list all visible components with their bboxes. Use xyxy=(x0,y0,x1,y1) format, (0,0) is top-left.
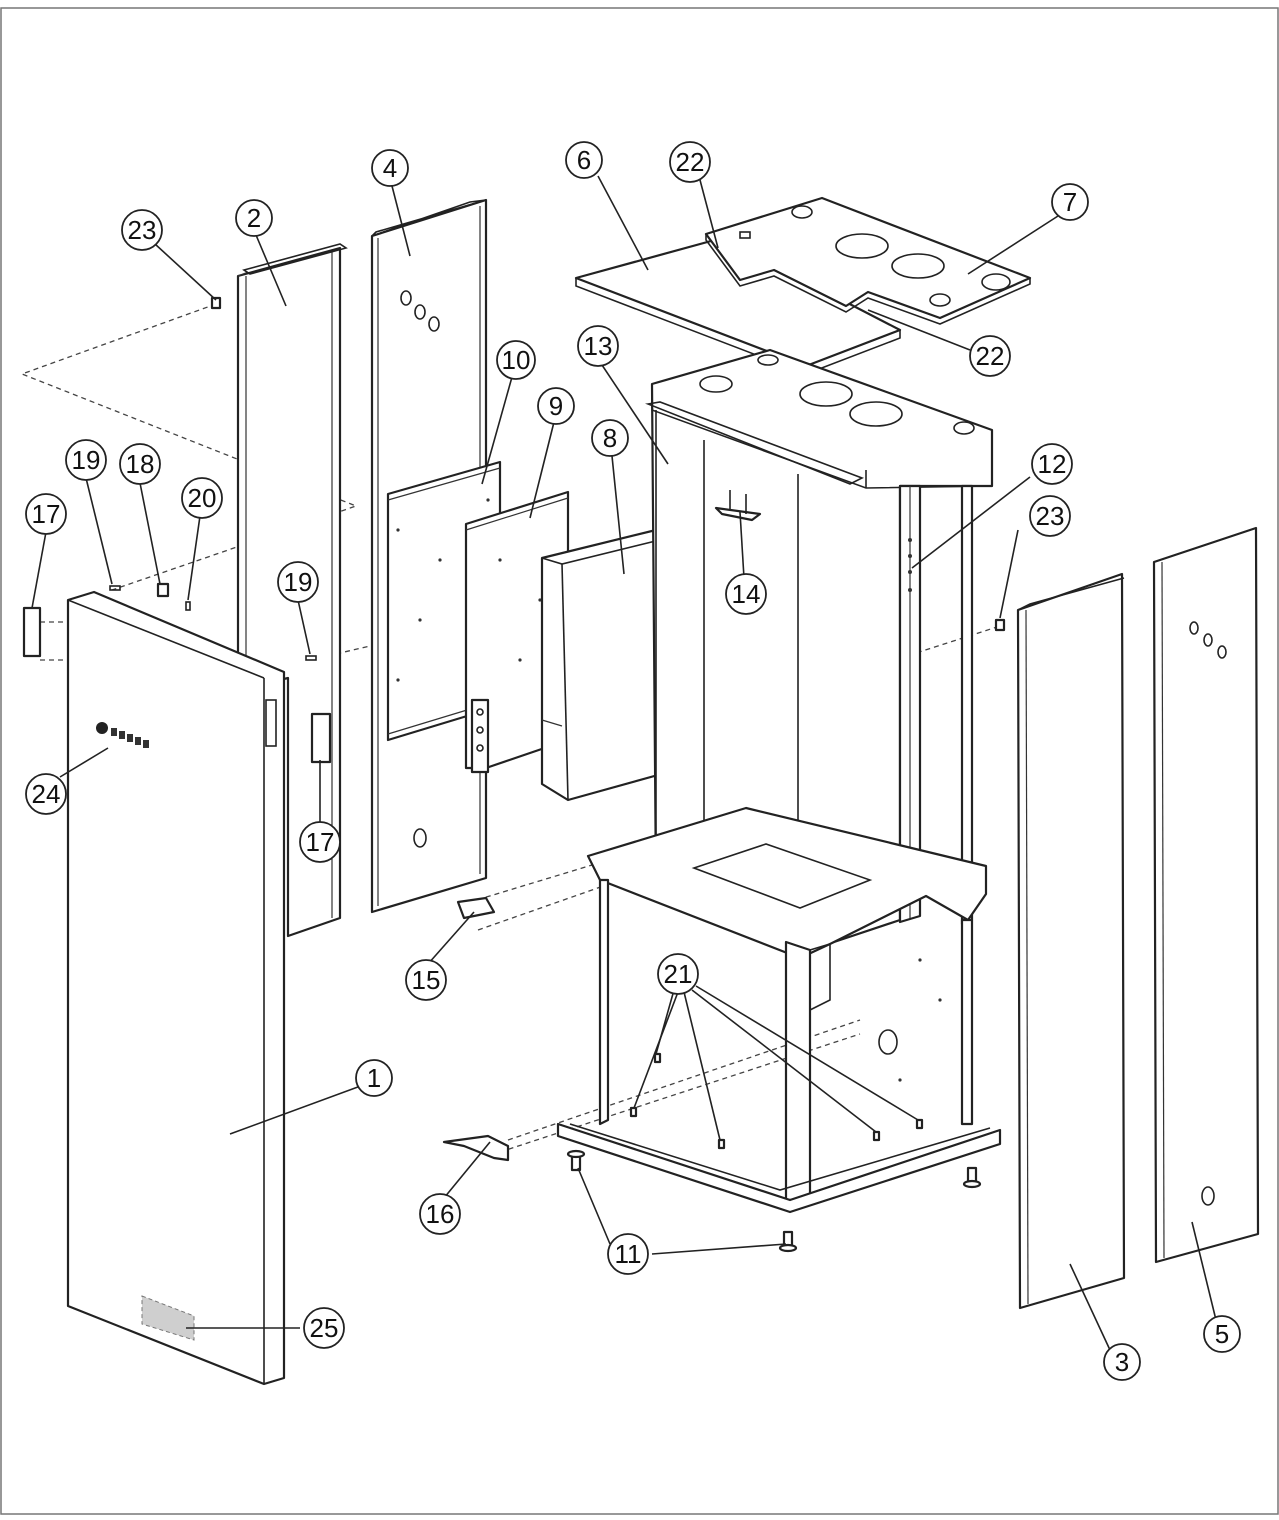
callout-17-top: 17 xyxy=(25,493,67,535)
callout-11: 11 xyxy=(607,1233,649,1275)
callout-24: 24 xyxy=(25,773,67,815)
callout-12: 12 xyxy=(1031,443,1073,485)
callout-15: 15 xyxy=(405,959,447,1001)
callout-2: 2 xyxy=(235,199,273,237)
callout-4-label: 4 xyxy=(383,153,397,183)
small-hardware xyxy=(22,296,1006,764)
callout-10: 10 xyxy=(496,340,536,380)
callout-23-right: 23 xyxy=(1029,495,1071,537)
callout-19-right-label: 19 xyxy=(284,567,313,597)
callout-24-label: 24 xyxy=(32,779,61,809)
callout-8: 8 xyxy=(591,419,629,457)
callout-16: 16 xyxy=(419,1193,461,1235)
part-21-screws xyxy=(629,1052,924,1150)
callout-14: 14 xyxy=(725,573,767,615)
part-7-top-plate xyxy=(704,196,1032,325)
callout-21-label: 21 xyxy=(664,959,693,989)
callout-6: 6 xyxy=(565,141,603,179)
part-3-side-panel xyxy=(1016,572,1126,1310)
callout-9-label: 9 xyxy=(549,391,563,421)
callout-18-label: 18 xyxy=(126,449,155,479)
part-12-rail xyxy=(898,484,974,926)
callout-25: 25 xyxy=(303,1307,345,1349)
part-15-clip xyxy=(456,896,496,920)
callout-22-top: 22 xyxy=(669,141,711,183)
callout-11-label: 11 xyxy=(615,1239,642,1269)
callout-5-label: 5 xyxy=(1215,1319,1229,1349)
callout-7: 7 xyxy=(1051,183,1089,221)
callout-3-label: 3 xyxy=(1115,1347,1129,1377)
callout-13-label: 13 xyxy=(584,331,613,361)
callout-1-label: 1 xyxy=(367,1063,381,1093)
callout-18: 18 xyxy=(119,443,161,485)
callout-12-label: 12 xyxy=(1038,449,1067,479)
callout-19-right: 19 xyxy=(277,561,319,603)
part-1-front-door xyxy=(66,590,286,1386)
callout-22-bottom-label: 22 xyxy=(976,341,1005,371)
callout-5: 5 xyxy=(1203,1315,1241,1353)
leader-lines xyxy=(31,175,1217,1351)
callout-8-label: 8 xyxy=(603,423,617,453)
callout-9: 9 xyxy=(537,387,575,425)
callout-15-label: 15 xyxy=(412,965,441,995)
callout-22-top-label: 22 xyxy=(676,147,705,177)
callout-13: 13 xyxy=(577,325,619,367)
callout-17-top-label: 17 xyxy=(32,499,61,529)
callout-23-left: 23 xyxy=(121,209,163,251)
callout-14-label: 14 xyxy=(732,579,761,609)
callout-17-handle: 17 xyxy=(299,821,341,863)
callout-20: 20 xyxy=(181,477,223,519)
part-16-bracket xyxy=(442,1134,510,1162)
callout-7-label: 7 xyxy=(1063,187,1077,217)
callout-19-left-label: 19 xyxy=(72,445,101,475)
diagram-border xyxy=(0,7,1279,1515)
part-11-feet xyxy=(566,1149,982,1253)
part-14-bracket xyxy=(714,490,762,522)
callout-19-left: 19 xyxy=(65,439,107,481)
callout-23-right-label: 23 xyxy=(1036,501,1065,531)
callout-21: 21 xyxy=(657,953,699,995)
part-5-outer-side-panel xyxy=(1152,526,1260,1264)
callout-2-label: 2 xyxy=(247,203,261,233)
callout-20-label: 20 xyxy=(188,483,217,513)
callout-17-handle-label: 17 xyxy=(306,827,335,857)
callout-1: 1 xyxy=(355,1059,393,1097)
callout-16-label: 16 xyxy=(426,1199,455,1229)
lower-frame-stand xyxy=(556,806,1002,1214)
callout-3: 3 xyxy=(1103,1343,1141,1381)
callout-10-label: 10 xyxy=(502,345,531,375)
callout-22-bottom: 22 xyxy=(969,335,1011,377)
callout-23-left-label: 23 xyxy=(128,215,157,245)
callout-25-label: 25 xyxy=(310,1313,339,1343)
callout-4: 4 xyxy=(371,149,409,187)
callout-6-label: 6 xyxy=(577,145,591,175)
